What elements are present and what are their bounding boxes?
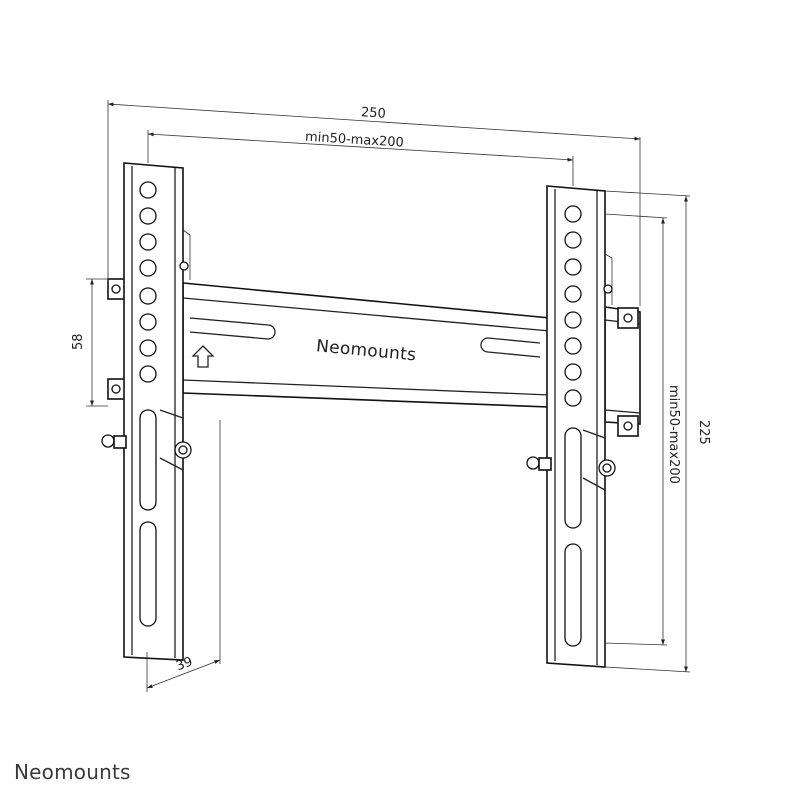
svg-text:250: 250 [360, 105, 386, 122]
rail-slot-right [480, 337, 541, 358]
rail-tab-right-bottom [617, 415, 639, 437]
svg-text:225: 225 [696, 420, 711, 445]
rail-tab-right-top [617, 307, 639, 329]
svg-text:min50-max200: min50-max200 [666, 385, 681, 484]
dimension-vesa-vertical: min50-max200 [604, 213, 681, 646]
up-arrow-icon [191, 345, 215, 368]
wall-rail: Neomounts [107, 278, 641, 437]
dimension-wall-distance: 39 [146, 420, 221, 692]
svg-text:58: 58 [71, 333, 86, 350]
rail-tab-left-bottom [107, 378, 127, 400]
rail-tab-left-top [107, 278, 127, 300]
dimension-vesa-horizontal: min50-max200 [147, 130, 574, 186]
dimension-rail-height: 58 [71, 278, 108, 407]
vertical-arm-left [101, 162, 192, 661]
rail-slot-left [189, 317, 276, 340]
svg-text:min50-max200: min50-max200 [305, 130, 405, 151]
svg-text:39: 39 [174, 654, 195, 674]
dimension-overall-width: 250 [107, 100, 641, 306]
vertical-arm-right [526, 185, 616, 668]
brand-logo: Neomounts [14, 760, 131, 784]
dimension-overall-height: 225 [604, 190, 711, 673]
